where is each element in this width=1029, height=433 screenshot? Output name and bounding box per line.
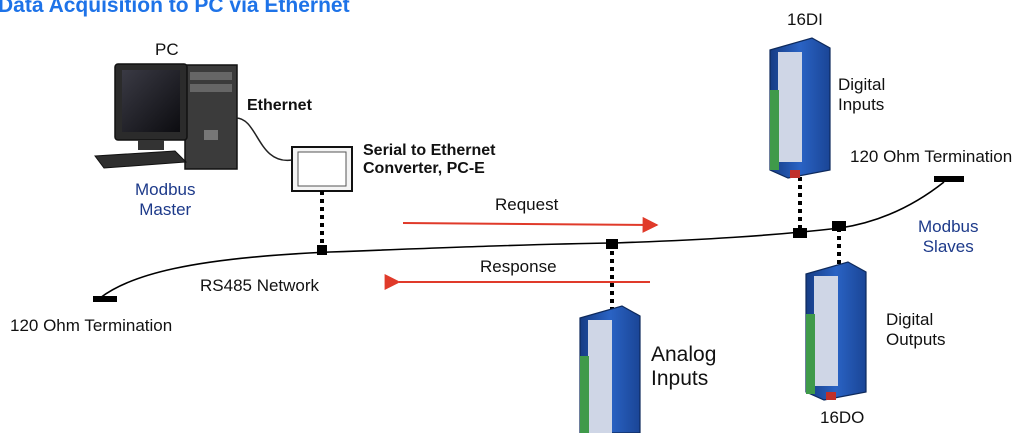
module-16do-icon (805, 261, 867, 401)
junction-markers (317, 221, 846, 255)
digital-inputs-label: Digital Inputs (838, 75, 886, 114)
ethernet-label: Ethernet (247, 97, 312, 114)
rs485-network-label: RS485 Network (200, 276, 320, 295)
termination-right-resistor (934, 176, 964, 182)
module-16di-icon (769, 37, 831, 179)
converter-label: Serial to Ethernet Converter, PC-E (363, 142, 496, 178)
termination-right-label: 120 Ohm Termination (850, 147, 1013, 166)
module-16di-label: 16DI (787, 10, 823, 29)
request-arrow (402, 216, 659, 233)
module-16do-label: 16DO (820, 408, 865, 427)
termination-left-label: 120 Ohm Termination (10, 316, 173, 335)
ethernet-cable (235, 117, 293, 161)
serial-ethernet-converter-icon (291, 146, 353, 192)
modbus-slaves-label: Modbus Slaves (918, 217, 979, 256)
digital-outputs-label: Digital Outputs (886, 310, 946, 349)
pc-computer-icon (94, 63, 238, 170)
module-analog-inputs-icon (579, 305, 641, 433)
rs485-network-cable (99, 181, 945, 299)
termination-left-resistor (93, 296, 117, 302)
page-title: Data Acquisition to PC via Ethernet (0, 0, 350, 17)
drop-lines (320, 177, 841, 312)
pc-label: PC (155, 40, 179, 59)
modbus-master-label: Modbus Master (135, 180, 196, 219)
response-label: Response (480, 257, 557, 276)
analog-inputs-label: Analog Inputs (651, 343, 717, 391)
request-label: Request (495, 195, 559, 214)
